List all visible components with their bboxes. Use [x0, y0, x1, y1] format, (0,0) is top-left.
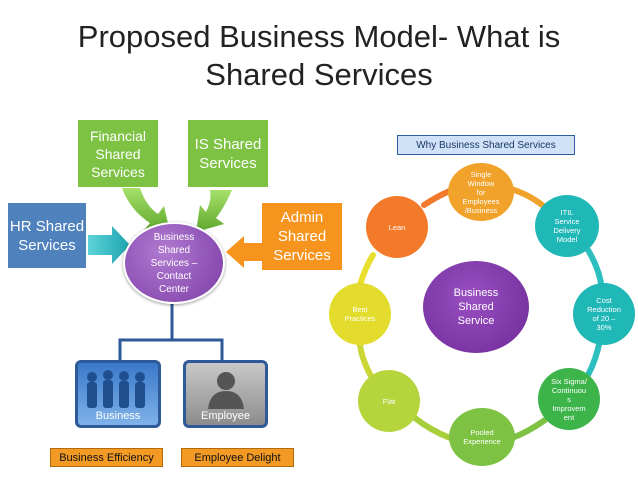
node-single-window: Single Window for Employees /Business: [448, 163, 514, 221]
node-best-practices: Best Practices: [329, 283, 391, 345]
ring-seg-7: [357, 342, 375, 381]
ring-seg-8: [357, 252, 376, 288]
title-line-1: Proposed Business Model- What is: [77, 19, 561, 54]
why-business-shared-services-header: Why Business Shared Services: [397, 135, 575, 155]
employee-box: Employee: [183, 360, 268, 428]
business-people-box: Business: [75, 360, 161, 428]
title-line-2: Shared Services: [205, 57, 433, 92]
node-flat: Flat: [358, 370, 420, 432]
node-pooled-experience: Pooled Experience: [449, 408, 515, 466]
hr-shared-services-box: HR Shared Services: [8, 203, 86, 268]
financial-arrow: [122, 188, 170, 232]
business-label: Business: [95, 410, 141, 422]
employee-silhouette-icon: [208, 372, 244, 409]
node-itil: ITIL Service Delivery Model: [535, 195, 599, 257]
is-shared-services-box: IS Shared Services: [188, 120, 268, 187]
admin-arrow: [226, 236, 262, 268]
node-cost-reduction: Cost Reduction of 20 – 30%: [573, 283, 635, 345]
business-efficiency-box: Business Efficiency: [50, 448, 163, 467]
business-shared-services-center: Business Shared Services – Contact Cente…: [123, 222, 225, 304]
financial-shared-services-box: Financial Shared Services: [78, 120, 158, 187]
employee-label: Employee: [201, 410, 250, 422]
is-arrow: [196, 190, 232, 232]
employee-delight-box: Employee Delight: [181, 448, 294, 467]
admin-shared-services-box: Admin Shared Services: [262, 203, 342, 270]
hr-arrow: [88, 226, 130, 264]
business-people-icon: [87, 370, 145, 408]
ring-seg-4: [585, 337, 603, 378]
ring-seg-5: [509, 417, 548, 441]
node-lean: Lean: [366, 196, 428, 258]
business-shared-service-hub: Business Shared Service: [423, 261, 529, 353]
people-bracket: [118, 304, 224, 360]
node-six-sigma: Six Sigma/ Continuou s Improvem ent: [538, 368, 600, 430]
page-title: Proposed Business Model- What is Shared …: [0, 18, 638, 94]
ring-seg-6: [412, 415, 453, 441]
